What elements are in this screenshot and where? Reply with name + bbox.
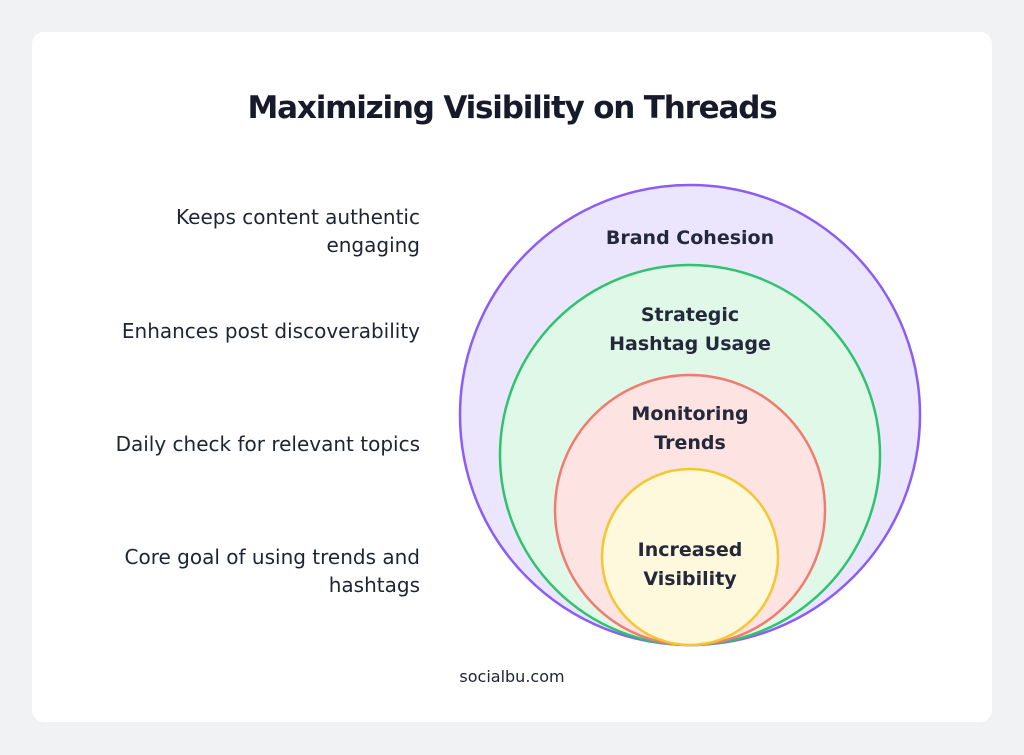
label-brand-cohesion: Brand Cohesion bbox=[605, 227, 775, 249]
description-hashtag-usage: Enhances post discoverability bbox=[121, 319, 420, 343]
label-monitoring-trends: Monitoring Trends bbox=[631, 403, 749, 454]
page-title: Maximizing Visibility on Threads bbox=[247, 90, 778, 126]
description-brand-cohesion: Keeps content authentic engaging bbox=[176, 205, 420, 257]
label-increased-visibility: Increased Visibility bbox=[637, 539, 743, 590]
inner-circle-increased-visibility bbox=[600, 467, 780, 647]
description-monitoring-trends: Daily check for relevant topics bbox=[115, 432, 420, 456]
footer-source: socialbu.com bbox=[459, 667, 565, 686]
label-strategic-hashtag-usage: Strategic Hashtag Usage bbox=[609, 304, 771, 355]
description-increased-visibility: Core goal of using trends and hashtags bbox=[124, 545, 420, 597]
